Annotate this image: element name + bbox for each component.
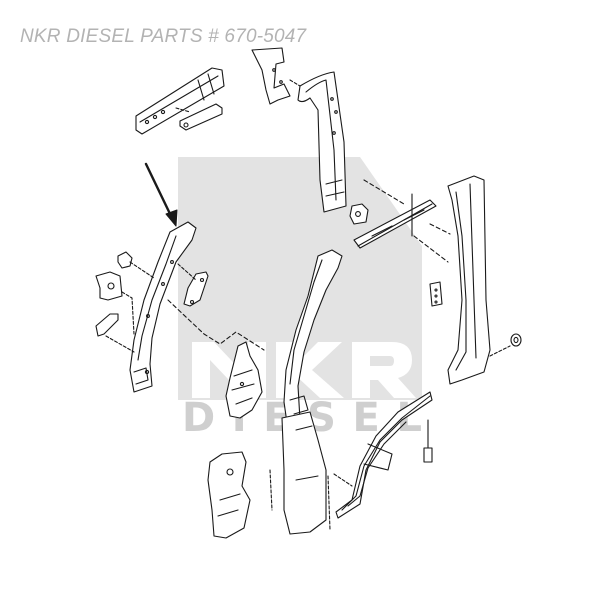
- part-front-pillar: [129, 221, 197, 393]
- part-center-pillar-upper: [289, 71, 347, 213]
- part-hinge-pillar-lower: [207, 451, 273, 539]
- guide-lines: [167, 179, 451, 351]
- part-wheel-arch-rail: [333, 391, 433, 519]
- watermark-letter: D: [182, 395, 216, 441]
- arrow-indicator-icon: [144, 162, 178, 227]
- part-roof-pillar-cap: [251, 47, 291, 105]
- part-number-caption: NKR DIESEL PARTS # 670-5047: [20, 26, 307, 47]
- part-hinge-bracket: [95, 271, 135, 335]
- part-washer: [489, 333, 522, 357]
- part-reinforcement-plate: [177, 263, 209, 307]
- part-roof-rail: [353, 193, 437, 249]
- part-bolt: [117, 251, 155, 279]
- watermark-letter-r: [352, 342, 416, 398]
- part-hinge-pillar-upper: [225, 341, 263, 419]
- part-lower-pillar-panel: [281, 411, 331, 535]
- part-link-plate: [95, 313, 135, 353]
- part-clip: [349, 203, 369, 225]
- part-rear-pillar: [447, 175, 491, 385]
- part-upper-rail-bracket: [135, 67, 225, 135]
- part-bolt-lower: [423, 419, 433, 463]
- part-latch-plate: [429, 281, 443, 307]
- watermark-letter: E: [352, 395, 380, 441]
